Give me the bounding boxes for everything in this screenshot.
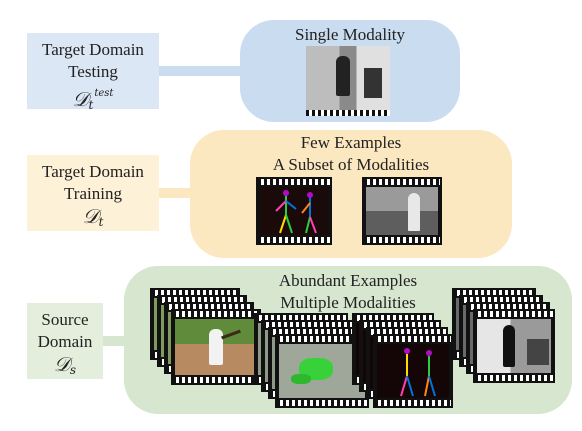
connector-source xyxy=(103,336,126,346)
depth-frame-training xyxy=(362,177,442,245)
panel-few-line1: Few Examples xyxy=(300,133,402,152)
target-training-line1: Target Domain xyxy=(42,162,144,181)
target-training-label: Target Domain Training 𝒟t xyxy=(27,155,159,231)
skeleton-source-icon xyxy=(400,348,436,397)
source-line1: Source xyxy=(41,310,89,329)
target-training-symbol: 𝒟t xyxy=(82,204,104,229)
target-training-line2: Training xyxy=(64,184,122,203)
depth-frame-testing xyxy=(306,46,390,116)
target-testing-label: Target Domain Testing 𝒟ttest xyxy=(27,33,159,112)
skeleton-frame-source xyxy=(373,334,453,408)
skeleton-frame-training xyxy=(256,177,332,245)
panel-single-title: Single Modality xyxy=(294,25,406,44)
panel-abundant-line1: Abundant Examples xyxy=(278,271,418,290)
target-testing-line2: Testing xyxy=(68,62,118,81)
source-symbol: 𝒟s xyxy=(53,352,77,377)
rgb-frame-front xyxy=(171,309,261,385)
panel-few-examples: Few Examples A Subset of Modalities xyxy=(190,130,512,258)
panel-abundant-line2: Multiple Modalities xyxy=(280,293,416,312)
panel-few-line2: A Subset of Modalities xyxy=(272,155,430,174)
target-testing-line1: Target Domain xyxy=(42,40,144,59)
connector-training xyxy=(159,188,191,198)
target-testing-symbol: 𝒟ttest xyxy=(72,87,114,112)
skeleton-icon xyxy=(275,190,317,234)
source-domain-label: Source Domain 𝒟s xyxy=(27,303,103,379)
depth-frame-source xyxy=(473,309,555,383)
connector-testing xyxy=(159,66,241,76)
source-line2: Domain xyxy=(37,332,93,351)
